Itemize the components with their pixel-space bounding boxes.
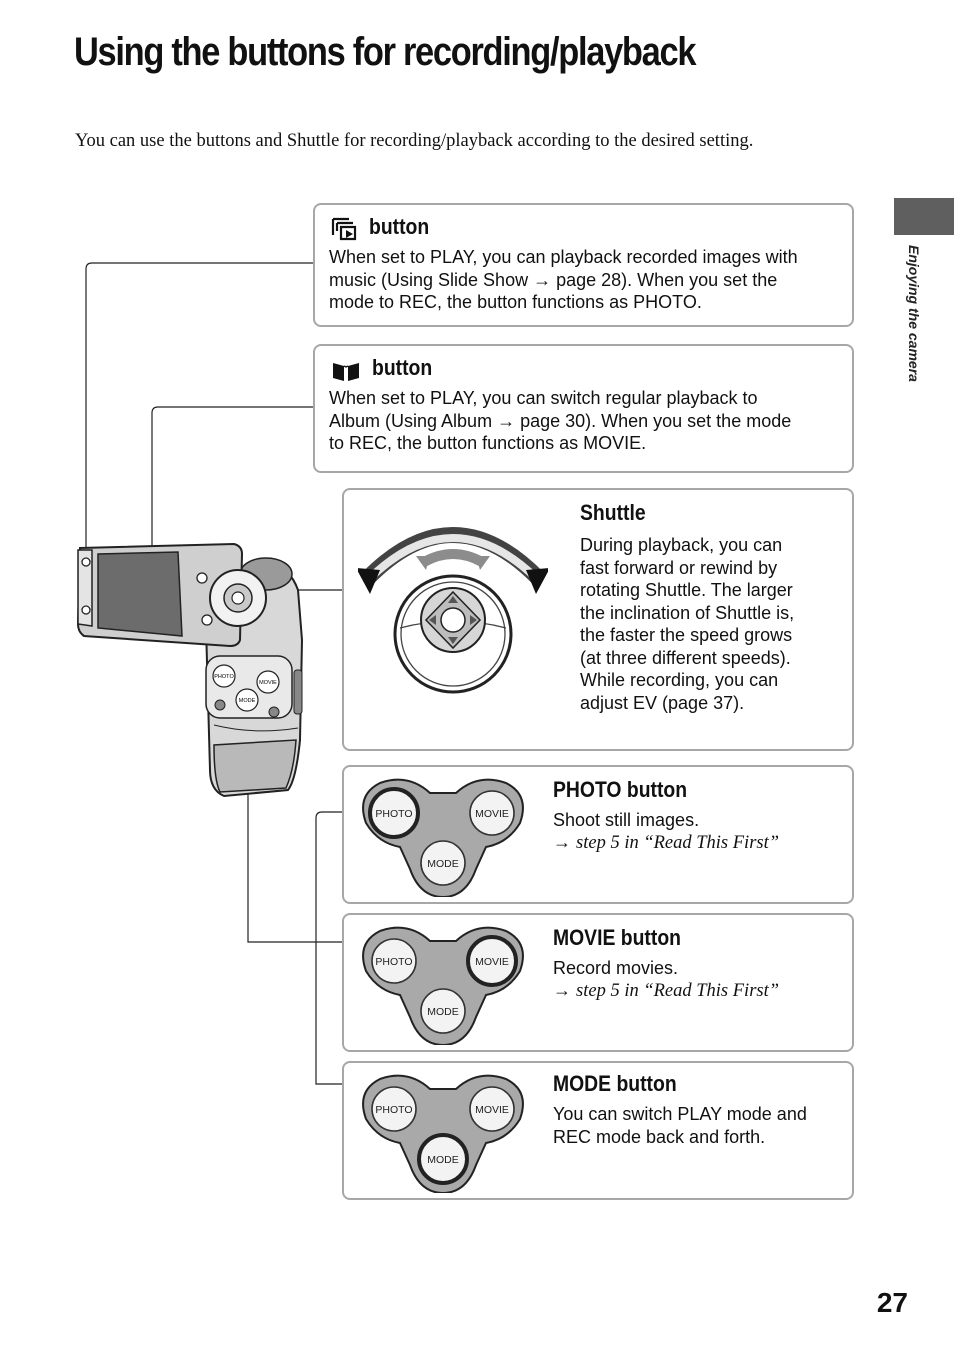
shuttle-box: Shuttle During playback, you can fast fo…	[342, 488, 854, 751]
movie-description: Record movies.	[553, 958, 679, 978]
photo-key-label: PHOTO	[375, 808, 412, 820]
mode-key-label: MODE	[427, 1154, 459, 1166]
photo-key-label: PHOTO	[375, 1104, 412, 1116]
connector-photo-mode	[315, 811, 342, 1085]
shuttle-description: During playback, you can fast forward or…	[580, 535, 795, 713]
movie-key-label: MOVIE	[475, 1104, 509, 1116]
album-description: When set to PLAY, you can switch regular…	[329, 388, 792, 453]
album-button-title: button	[372, 355, 433, 380]
camera-photo-label: PHOTO	[214, 674, 234, 680]
camera-illustration: PHOTO MOVIE MODE	[76, 542, 304, 798]
photo-description: Shoot still images.	[553, 810, 700, 830]
movie-button-box: PHOTO MOVIE MODE MOVIE button Record mov…	[342, 913, 854, 1052]
mode-key-label: MODE	[427, 1006, 459, 1018]
intro-text: You can use the buttons and Shuttle for …	[75, 131, 754, 151]
mode-description: You can switch PLAY mode and REC mode ba…	[553, 1104, 807, 1147]
photo-reference: → step 5 in “Read This First”	[553, 832, 780, 853]
slideshow-icon	[331, 217, 357, 241]
album-icon	[333, 363, 359, 381]
button-cluster-movie-highlighted: PHOTO MOVIE MODE	[362, 926, 524, 1045]
shuttle-title: Shuttle	[580, 500, 646, 525]
album-button-box: button When set to PLAY, you can switch …	[313, 344, 854, 473]
slideshow-description: When set to PLAY, you can playback recor…	[329, 247, 798, 312]
movie-key-label: MOVIE	[475, 808, 509, 820]
photo-button-title: PHOTO button	[553, 777, 688, 802]
mode-key-label: MODE	[427, 858, 459, 870]
connector-slideshow	[85, 262, 313, 560]
movie-key-label: MOVIE	[475, 956, 509, 968]
button-cluster-photo-highlighted: PHOTO MOVIE MODE	[362, 778, 524, 897]
slideshow-button-box: button When set to PLAY, you can playbac…	[313, 203, 854, 327]
page-number: 27	[876, 1287, 908, 1318]
shuttle-illustration	[358, 527, 548, 694]
movie-button-title: MOVIE button	[553, 925, 681, 950]
camera-mode-label: MODE	[239, 698, 256, 704]
button-cluster-mode-highlighted: PHOTO MOVIE MODE	[362, 1074, 524, 1193]
slideshow-button-title: button	[369, 214, 430, 239]
movie-reference: → step 5 in “Read This First”	[553, 980, 780, 1001]
camera-movie-label: MOVIE	[259, 680, 277, 686]
page-title: Using the buttons for recording/playback	[74, 30, 696, 74]
photo-button-box: PHOTO MOVIE MODE PHOTO button Shoot stil…	[342, 765, 854, 904]
photo-key-label: PHOTO	[375, 956, 412, 968]
mode-button-box: PHOTO MOVIE MODE MODE button You can swi…	[342, 1061, 854, 1200]
mode-button-title: MODE button	[553, 1071, 677, 1096]
section-tab-marker	[894, 198, 954, 235]
